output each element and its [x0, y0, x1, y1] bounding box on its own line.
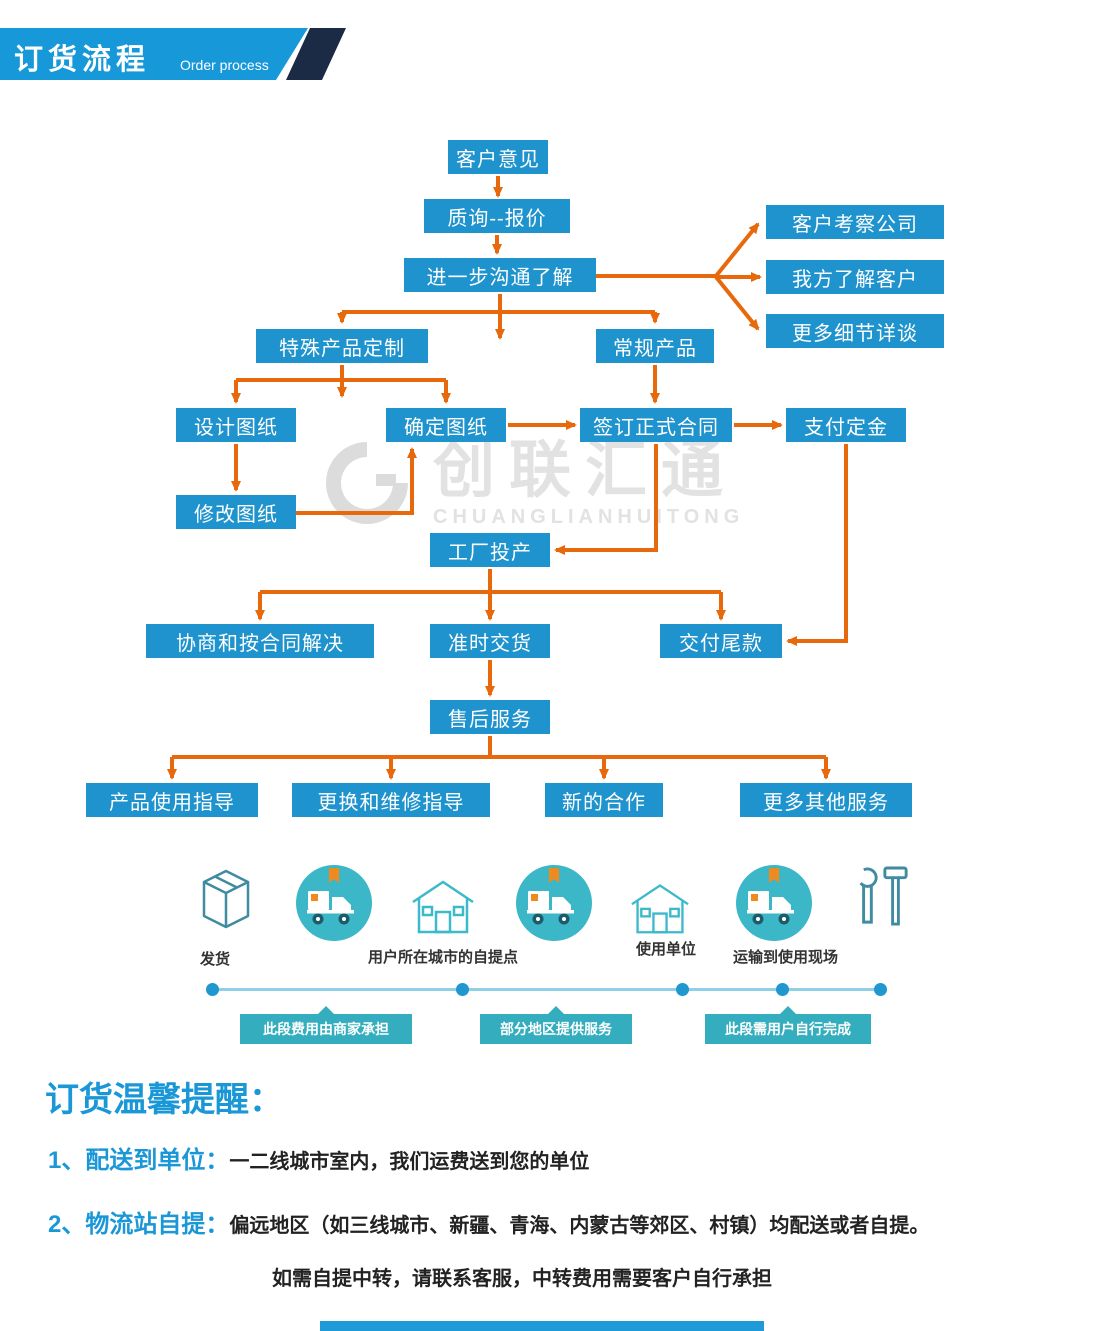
flow-node-further-communication: 进一步沟通了解 [404, 258, 596, 292]
logistics-label-using-unit: 使用单位 [636, 941, 697, 958]
flow-node-confirm-drawing: 确定图纸 [386, 408, 506, 442]
flow-node-new-cooperation: 新的合作 [545, 783, 663, 817]
notice-item-label: 2、物流站自提： [48, 1211, 230, 1238]
flow-node-pay-balance: 交付尾款 [660, 624, 782, 658]
flow-node-more-details-discussion: 更多细节详谈 [766, 314, 944, 348]
flow-node-customer-feedback: 客户意见 [448, 140, 548, 174]
page-title: 订货流程 [14, 44, 151, 76]
flow-node-on-time-delivery: 准时交货 [430, 624, 550, 658]
logistics-label-pickup-point: 用户所在城市的自提点 [368, 949, 519, 966]
flow-node-negotiate-per-contract: 协商和按合同解决 [146, 624, 374, 658]
flow-arrows [167, 176, 848, 780]
flow-node-inquiry-quote: 质询--报价 [424, 199, 570, 233]
watermark: 创联汇通 CHUANGLIANHUITONG [320, 436, 744, 531]
flow-node-replacement-repair-guidance: 更换和维修指导 [292, 783, 490, 817]
notice-footnote: 如需自提中转，请联系客服，中转费用需要客户自行承担 [272, 1268, 772, 1290]
flow-node-understand-customer: 我方了解客户 [766, 260, 944, 294]
notice-item-delivery: 1、配送到单位： 一二线城市室内，我们运费送到您的单位 [48, 1140, 589, 1175]
delivery-truck-icon [296, 865, 372, 941]
notice-item-text: 偏远地区（如三线城市、新疆、青海、内蒙古等郊区、村镇）均配送或者自提。 [229, 1215, 930, 1237]
package-icon [202, 869, 250, 929]
notice-item-text: 一二线城市室内，我们运费送到您的单位 [229, 1151, 590, 1173]
flow-node-more-services: 更多其他服务 [740, 783, 912, 817]
logistics-label-transport-to-site: 运输到使用现场 [733, 949, 839, 966]
header-banner [0, 28, 308, 80]
timeline-tag-user-complete: 此段需用户自行完成 [705, 1006, 871, 1044]
flow-node-after-sales-service: 售后服务 [430, 700, 550, 734]
timeline-tag-partial-service: 部分地区提供服务 [480, 1006, 632, 1044]
watermark-name: 创联汇通 [433, 436, 738, 506]
flow-node-sign-contract: 签订正式合同 [580, 408, 732, 442]
flow-node-factory-production: 工厂投产 [430, 533, 550, 567]
timeline-dot [456, 983, 469, 996]
timeline-tag-merchant-cost: 此段费用由商家承担 [240, 1006, 412, 1044]
delivery-truck-icon [736, 865, 812, 941]
flow-node-pay-deposit: 支付定金 [786, 408, 906, 442]
flow-node-regular-product: 常规产品 [596, 329, 714, 363]
timeline-dot [206, 983, 219, 996]
flow-node-usage-guidance: 产品使用指导 [86, 783, 258, 817]
flow-node-modify-drawing: 修改图纸 [176, 495, 296, 529]
watermark-latin: CHUANGLIANHUITONG [433, 505, 745, 528]
flow-node-customer-visits-company: 客户考察公司 [766, 205, 944, 239]
brand-logo-icon [326, 442, 408, 524]
timeline-dot [874, 983, 887, 996]
page-subtitle: Order process [180, 57, 269, 73]
timeline-dot [776, 983, 789, 996]
bottom-bar [320, 1321, 764, 1331]
notice-item-label: 1、配送到单位： [48, 1147, 230, 1174]
notice-title: 订货温馨提醒： [45, 1081, 283, 1119]
house-icon [631, 884, 689, 934]
logistics-label-ship: 发货 [200, 951, 231, 968]
flow-node-custom-product: 特殊产品定制 [256, 329, 428, 363]
tools-icon [857, 866, 908, 926]
delivery-truck-icon [516, 865, 592, 941]
notice-item-pickup: 2、物流站自提： 偏远地区（如三线城市、新疆、青海、内蒙古等郊区、村镇）均配送或… [48, 1204, 929, 1239]
flow-node-design-drawing: 设计图纸 [176, 408, 296, 442]
logistics-timeline [212, 988, 880, 991]
timeline-dot [676, 983, 689, 996]
house-icon [412, 880, 474, 934]
